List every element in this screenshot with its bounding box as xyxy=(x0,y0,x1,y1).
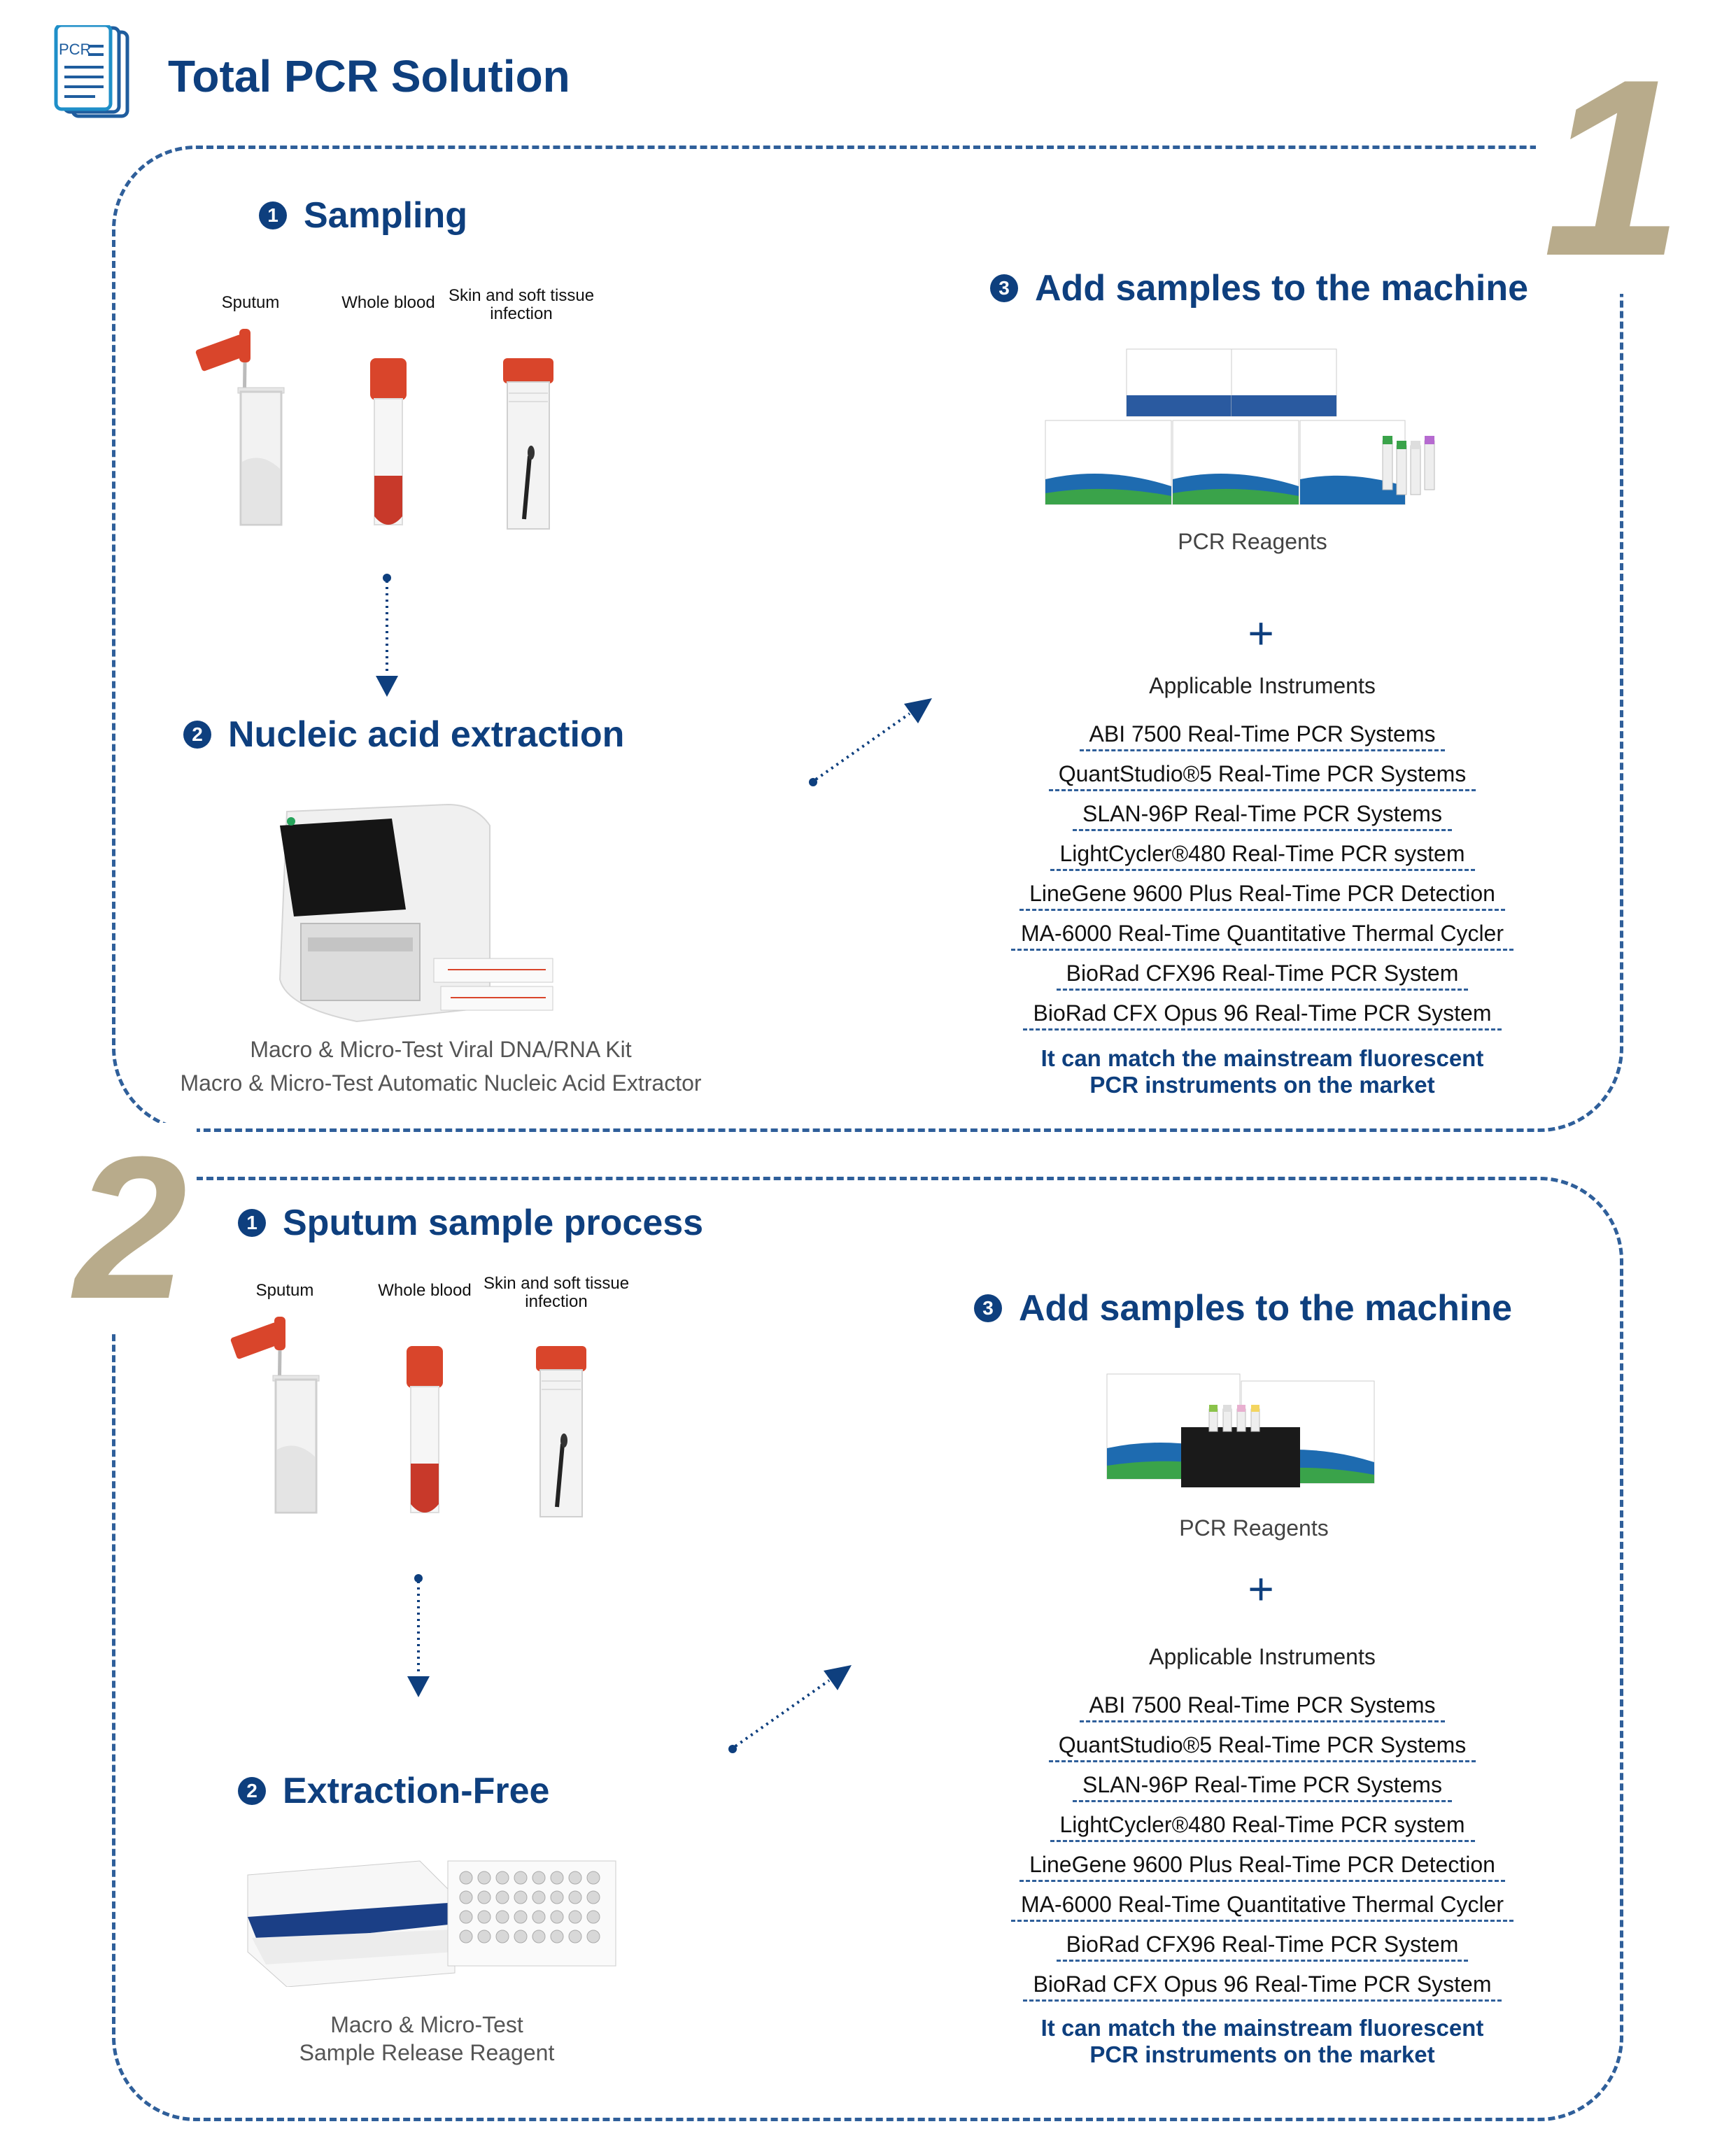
instrument-list: ABI 7500 Real-Time PCR Systems QuantStud… xyxy=(947,1690,1577,2009)
extraction-caption-line-1: Macro & Micro-Test Viral DNA/RNA Kit xyxy=(250,1037,632,1062)
step-number: 1 xyxy=(238,1209,266,1237)
pcr-reagents-label: PCR Reagents xyxy=(1179,1515,1329,1541)
dotted-arrow-diagonal xyxy=(724,1659,857,1757)
match-note-line-2: PCR instruments on the market xyxy=(1089,1072,1435,1098)
step-label: Sputum sample process xyxy=(283,1203,704,1243)
plus-sign: + xyxy=(1248,1564,1274,1614)
step-number: 2 xyxy=(238,1777,266,1805)
pcr-document-icon: PCR xyxy=(53,23,137,123)
section-1-step-add-samples: 3 Add samples to the machine xyxy=(990,267,1528,309)
instrument-list: ABI 7500 Real-Time PCR Systems QuantStud… xyxy=(947,718,1577,1038)
section-2-frame xyxy=(112,1177,1623,2121)
instrument-item: MA-6000 Real-Time Quantitative Thermal C… xyxy=(947,1889,1577,1929)
nucleic-acid-extractor-image xyxy=(266,798,560,1028)
blood-tube-image xyxy=(404,1346,446,1521)
instrument-item: LightCycler®480 Real-Time PCR system xyxy=(947,838,1577,878)
sample-label-skin: Skin and soft tissue infection xyxy=(448,286,595,323)
instrument-item: MA-6000 Real-Time Quantitative Thermal C… xyxy=(947,918,1577,958)
section-1-frame xyxy=(112,146,1623,1132)
blood-tube-image xyxy=(367,358,409,533)
section-1-number: 1 xyxy=(1536,42,1691,294)
sample-label-whole-blood: Whole blood xyxy=(378,1281,472,1300)
sputum-cup-image xyxy=(230,1317,341,1520)
match-note: It can match the mainstream fluorescent … xyxy=(947,1045,1577,1098)
swab-tube-image xyxy=(533,1346,589,1521)
pcr-reagents-image xyxy=(1043,346,1448,521)
step-number: 3 xyxy=(974,1294,1002,1322)
instrument-item: BioRad CFX Opus 96 Real-Time PCR System xyxy=(947,1969,1577,2009)
step-label: Add samples to the machine xyxy=(1019,1288,1513,1329)
instrument-item: LineGene 9600 Plus Real-Time PCR Detecti… xyxy=(947,878,1577,918)
release-caption-line-2: Sample Release Reagent xyxy=(299,2040,555,2065)
instrument-item: LineGene 9600 Plus Real-Time PCR Detecti… xyxy=(947,1849,1577,1889)
step-number: 2 xyxy=(183,721,211,749)
step-label: Sampling xyxy=(304,195,468,236)
section-1-step-sampling: 1 Sampling xyxy=(259,194,467,236)
logo-text: PCR xyxy=(59,41,92,58)
page-title: Total PCR Solution xyxy=(168,51,570,101)
step-number: 1 xyxy=(259,201,287,229)
step-label: Add samples to the machine xyxy=(1035,268,1529,309)
sample-label-whole-blood: Whole blood xyxy=(341,293,435,312)
instrument-item: SLAN-96P Real-Time PCR Systems xyxy=(947,1769,1577,1809)
sample-label-skin: Skin and soft tissue infection xyxy=(483,1274,630,1311)
dotted-arrow-down xyxy=(404,1574,432,1700)
section-2-step-sputum-process: 1 Sputum sample process xyxy=(238,1202,703,1244)
step-number: 3 xyxy=(990,274,1018,302)
match-note-line-1: It can match the mainstream fluorescent xyxy=(1040,1045,1484,1071)
match-note-line-2: PCR instruments on the market xyxy=(1089,2041,1435,2067)
instrument-item: QuantStudio®5 Real-Time PCR Systems xyxy=(947,758,1577,798)
instrument-item: QuantStudio®5 Real-Time PCR Systems xyxy=(947,1729,1577,1769)
dotted-arrow-down xyxy=(373,574,401,700)
instrument-item: BioRad CFX96 Real-Time PCR System xyxy=(947,958,1577,998)
applicable-instruments-title: Applicable Instruments xyxy=(1149,673,1376,698)
sputum-cup-image xyxy=(195,329,306,532)
section-2-number: 2 xyxy=(64,1123,197,1333)
swab-tube-image xyxy=(500,358,556,533)
release-caption-line-1: Macro & Micro-Test xyxy=(330,2012,523,2037)
pcr-reagents-image xyxy=(1104,1364,1377,1490)
instrument-item: BioRad CFX Opus 96 Real-Time PCR System xyxy=(947,998,1577,1038)
sample-label-sputum: Sputum xyxy=(255,1281,314,1300)
match-note: It can match the mainstream fluorescent … xyxy=(947,2015,1577,2068)
pcr-reagents-label: PCR Reagents xyxy=(1178,529,1327,554)
sample-release-reagent-image xyxy=(245,1847,623,1988)
step-label: Extraction-Free xyxy=(283,1771,550,1811)
match-note-line-1: It can match the mainstream fluorescent xyxy=(1040,2015,1484,2041)
section-2-step-extraction-free: 2 Extraction-Free xyxy=(238,1770,549,1812)
dotted-arrow-diagonal xyxy=(805,693,938,791)
instrument-item: BioRad CFX96 Real-Time PCR System xyxy=(947,1929,1577,1969)
step-label: Nucleic acid extraction xyxy=(228,714,625,755)
instrument-item: SLAN-96P Real-Time PCR Systems xyxy=(947,798,1577,838)
instrument-item: ABI 7500 Real-Time PCR Systems xyxy=(947,1690,1577,1729)
extraction-caption-line-2: Macro & Micro-Test Automatic Nucleic Aci… xyxy=(180,1070,702,1096)
applicable-instruments-title: Applicable Instruments xyxy=(1149,1644,1376,1669)
section-2-step-add-samples: 3 Add samples to the machine xyxy=(974,1287,1512,1329)
sample-label-sputum: Sputum xyxy=(221,293,280,312)
section-1-step-extraction: 2 Nucleic acid extraction xyxy=(183,714,624,756)
instrument-item: ABI 7500 Real-Time PCR Systems xyxy=(947,718,1577,758)
plus-sign: + xyxy=(1248,608,1274,658)
instrument-item: LightCycler®480 Real-Time PCR system xyxy=(947,1809,1577,1849)
